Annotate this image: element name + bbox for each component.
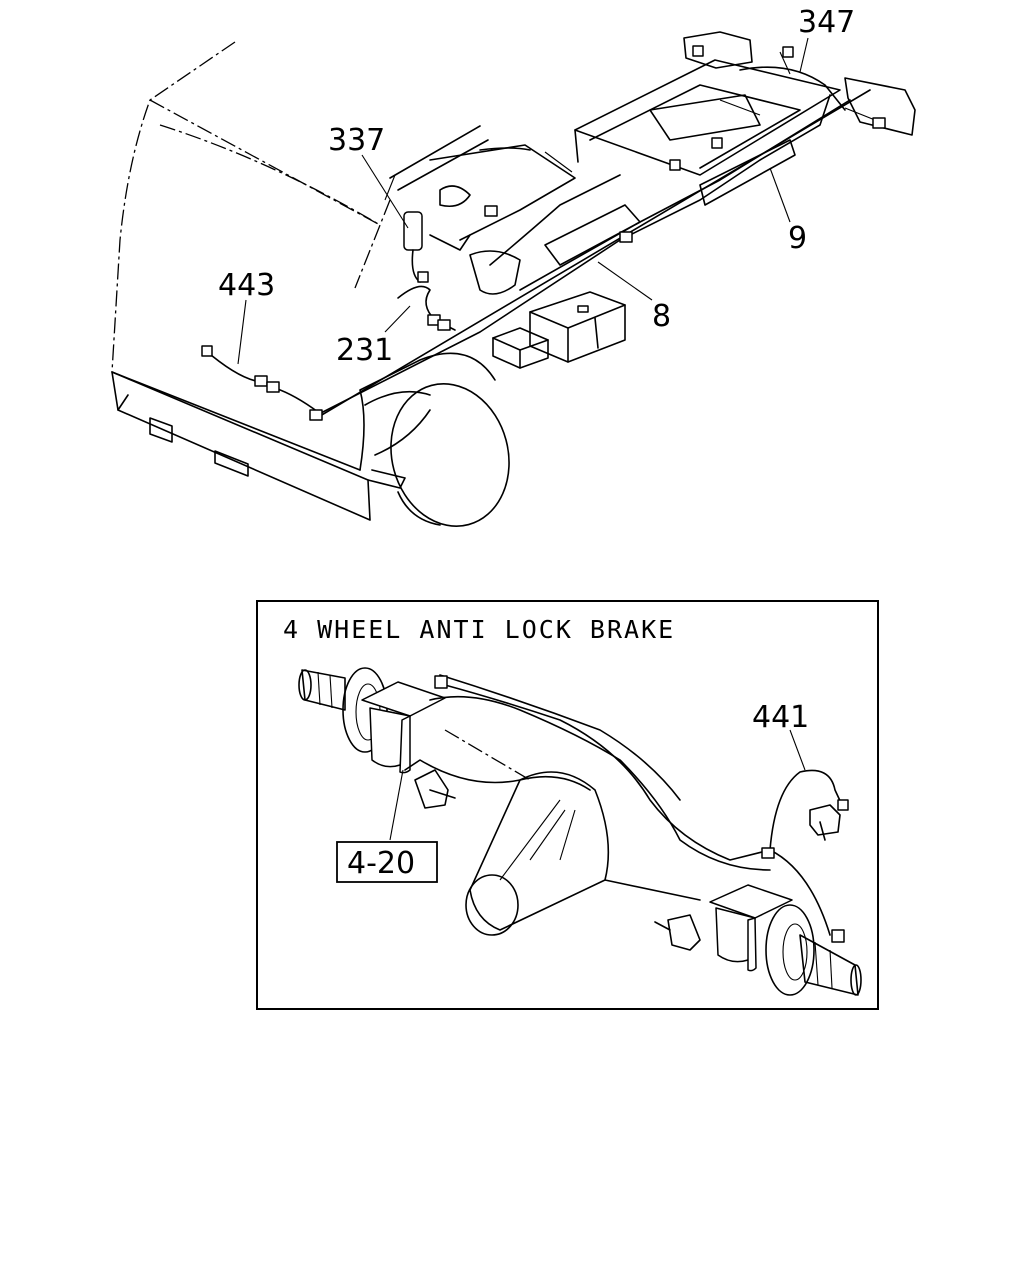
callout-9: 9 [788, 221, 807, 256]
callout-231: 231 [336, 333, 393, 368]
rear-axle-drawing [298, 667, 862, 996]
upper-callout-leaders [237, 37, 809, 365]
callout-441: 441 [752, 700, 809, 735]
reference-box-4-20 [336, 841, 438, 883]
inset-title: 4 WHEEL ANTI LOCK BRAKE [283, 615, 675, 644]
callout-337: 337 [328, 123, 385, 158]
vehicle-front-view [111, 31, 916, 527]
reference-label: 4-20 [347, 846, 415, 881]
callout-347: 347 [798, 5, 855, 40]
inset-callout-leaders [389, 729, 806, 841]
callout-443: 443 [218, 268, 275, 303]
callout-8: 8 [652, 299, 671, 334]
abs-inset-box [256, 600, 879, 1010]
